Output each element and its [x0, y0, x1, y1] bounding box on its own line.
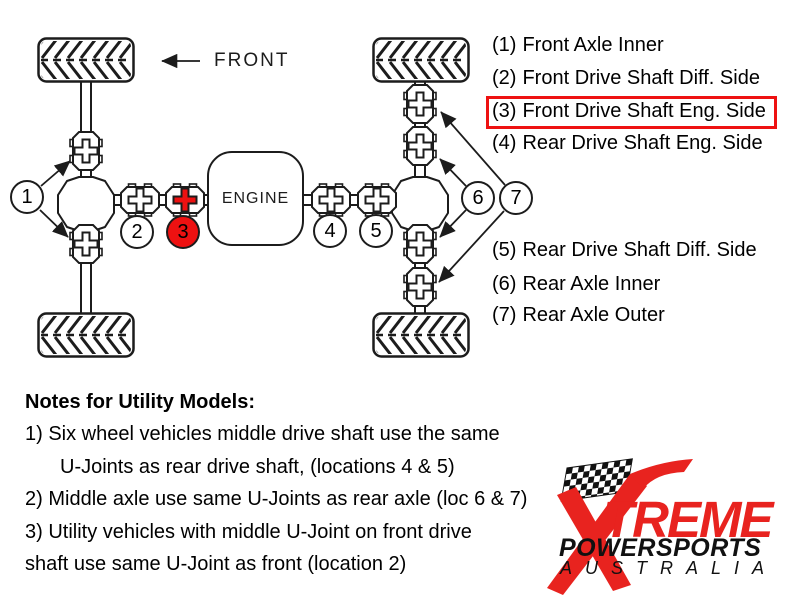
legend-label: Rear Drive Shaft Eng. Side	[522, 132, 763, 154]
legend-num: (3)	[492, 100, 517, 122]
callout-1: 1	[10, 180, 44, 214]
legend-num: (7)	[492, 304, 517, 326]
legend-num: (4)	[492, 132, 517, 154]
legend-item-6: (6)Rear Axle Inner	[492, 273, 660, 296]
legend-item-4: (4)Rear Drive Shaft Eng. Side	[492, 132, 763, 155]
legend-num: (6)	[492, 273, 517, 295]
callout-7: 7	[499, 181, 533, 215]
legend-item-3-highlighted: (3)Front Drive Shaft Eng. Side	[486, 96, 777, 129]
legend-num: (1)	[492, 34, 517, 56]
legend-label: Rear Drive Shaft Diff. Side	[522, 239, 757, 261]
logo-australia-text: AUSTRALIA	[560, 558, 778, 578]
logo-x-icon	[547, 459, 693, 595]
legend-label: Front Drive Shaft Eng. Side	[522, 100, 766, 122]
logo-powersports-text: POWERSPORTS	[559, 534, 762, 562]
callout-6: 6	[461, 181, 495, 215]
note-line: 2) Middle axle use same U-Joints as rear…	[25, 488, 528, 510]
callout-2: 2	[120, 215, 154, 249]
engine-box	[207, 151, 304, 246]
legend-item-7: (7)Rear Axle Outer	[492, 304, 665, 327]
logo-treme-text: TREME	[603, 491, 773, 548]
legend-label: Rear Axle Outer	[522, 304, 665, 326]
legend-label: Front Drive Shaft Diff. Side	[522, 67, 760, 89]
highlighted-ujoint	[165, 183, 205, 217]
note-line: 3) Utility vehicles with middle U-Joint …	[25, 521, 472, 543]
legend-num: (5)	[492, 239, 517, 261]
front-label: FRONT	[214, 50, 290, 71]
drivetrain-diagram	[0, 0, 506, 400]
callout-4: 4	[313, 214, 347, 248]
note-line: 1) Six wheel vehicles middle drive shaft…	[25, 423, 500, 445]
note-line: U-Joints as rear drive shaft, (locations…	[60, 456, 455, 478]
legend-label: Rear Axle Inner	[522, 273, 661, 295]
legend-num: (2)	[492, 67, 517, 89]
notes-title: Notes for Utility Models:	[25, 391, 256, 413]
callout-5: 5	[359, 214, 393, 248]
legend-item-1: (1)Front Axle Inner	[492, 34, 664, 57]
leader-arrows	[39, 111, 506, 283]
engine-label: ENGINE	[221, 190, 290, 207]
legend-item-2: (2)Front Drive Shaft Diff. Side	[492, 67, 760, 90]
logo-x-flag-graphic	[547, 458, 693, 595]
legend-label: Front Axle Inner	[522, 34, 664, 56]
legend-item-5: (5)Rear Drive Shaft Diff. Side	[492, 239, 757, 262]
callout-3-highlighted: 3	[166, 215, 200, 249]
note-line: shaft use same U-Joint as front (locatio…	[25, 553, 407, 575]
